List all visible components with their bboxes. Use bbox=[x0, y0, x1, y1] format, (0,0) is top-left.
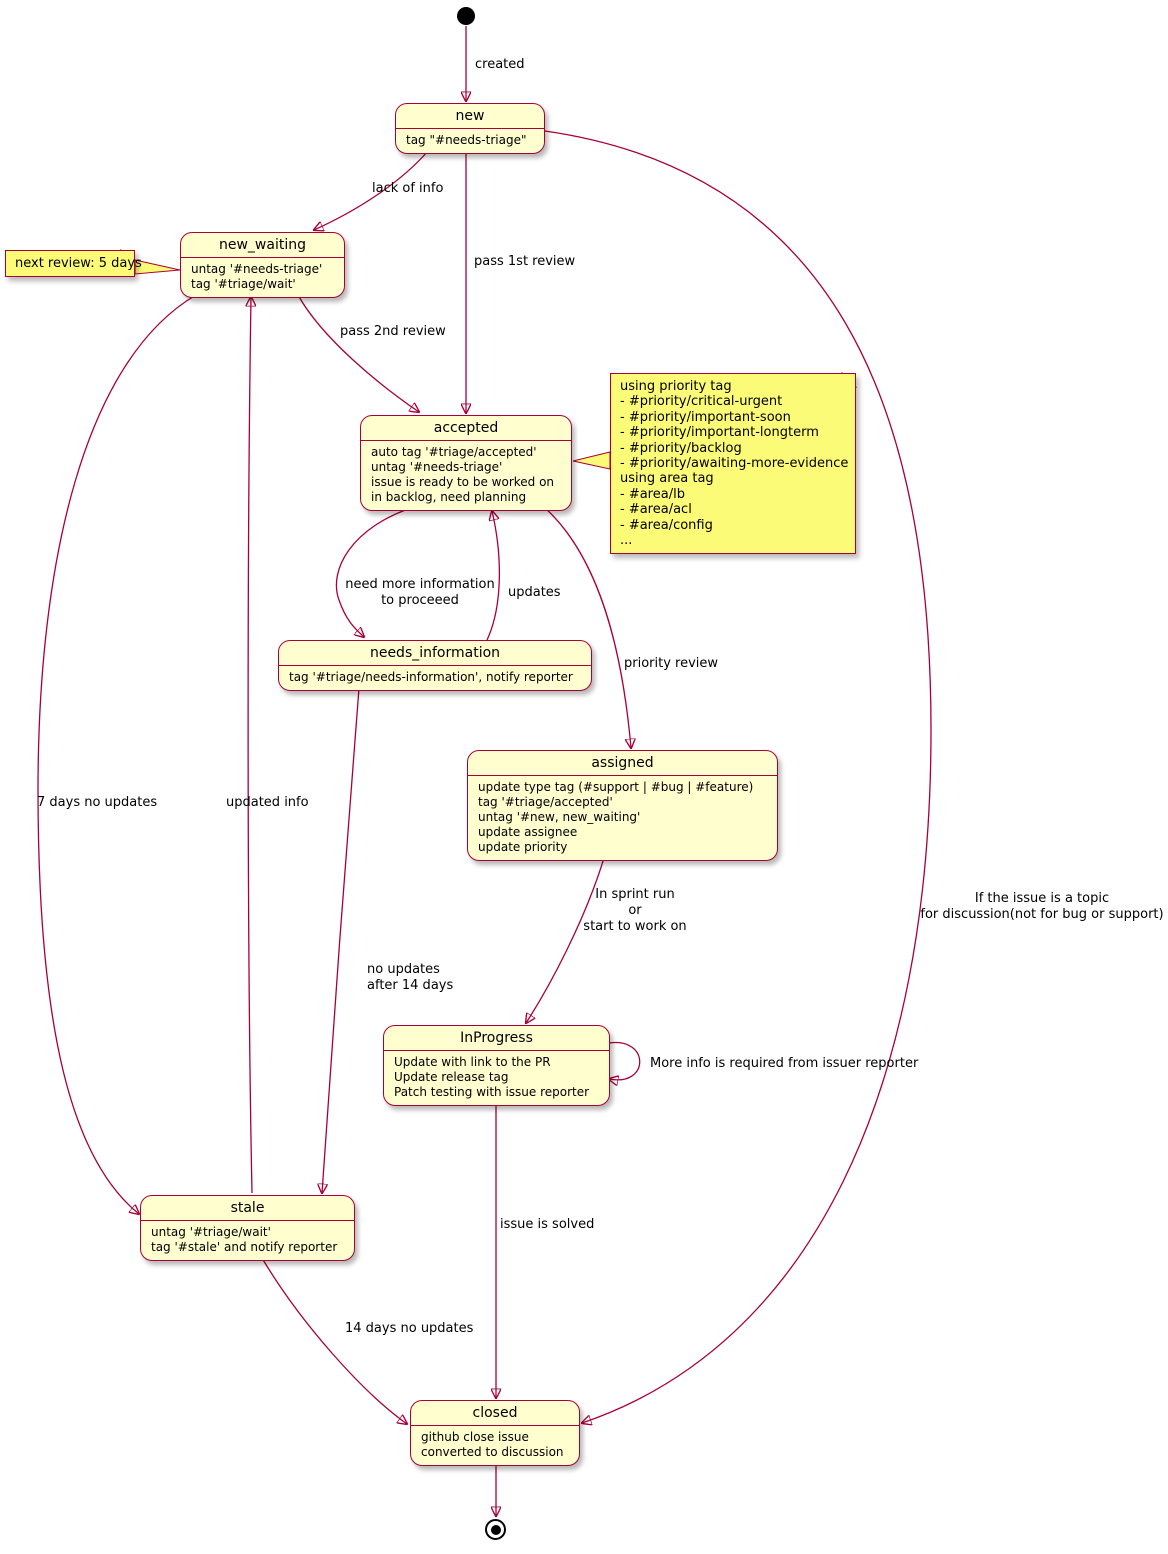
note-priority-tags-text: using priority tag - #priority/critical-… bbox=[620, 379, 849, 549]
state-accepted-body: auto tag '#triage/accepted' untag '#need… bbox=[371, 445, 555, 504]
state-new-waiting-body: untag '#needs-triage' tag '#triage/wait' bbox=[191, 262, 323, 291]
state-assigned-title: assigned bbox=[468, 751, 777, 776]
state-assigned: assigned update type tag (#support | #bu… bbox=[467, 750, 778, 861]
edge-label-created: created bbox=[475, 57, 525, 72]
state-inprogress: InProgress Update with link to the PR Up… bbox=[383, 1025, 610, 1106]
note-pointer-priority bbox=[572, 451, 611, 470]
edge-label-pass-2nd-review: pass 2nd review bbox=[340, 324, 446, 339]
state-closed: closed github close issue converted to d… bbox=[410, 1400, 580, 1466]
state-needs-information-title: needs_information bbox=[279, 641, 591, 666]
final-state-dot-icon bbox=[490, 1524, 501, 1535]
state-inprogress-title: InProgress bbox=[384, 1026, 609, 1051]
state-stale-body: untag '#triage/wait' tag '#stale' and no… bbox=[151, 1225, 338, 1254]
edge-label-topic-discussion: If the issue is a topic for discussion(n… bbox=[920, 891, 1164, 922]
note-next-review-text: next review: 5 days bbox=[15, 256, 142, 271]
edge-label-more-info-loop: More info is required from issuer report… bbox=[650, 1056, 919, 1071]
state-new: new tag "#needs-triage" bbox=[395, 103, 545, 154]
state-accepted-title: accepted bbox=[361, 416, 571, 441]
edge-label-no-updates-14-days: no updates after 14 days bbox=[367, 962, 454, 993]
note-priority-tags: using priority tag - #priority/critical-… bbox=[610, 373, 856, 555]
edge-inprogress-self-loop bbox=[609, 1041, 641, 1079]
state-needs-information-body: tag '#triage/needs-information', notify … bbox=[289, 670, 573, 684]
edge-stale-to-closed bbox=[261, 1257, 407, 1424]
state-stale: stale untag '#triage/wait' tag '#stale' … bbox=[140, 1195, 355, 1261]
edge-label-updates: updates bbox=[508, 585, 561, 600]
edge-label-7-days-no-updates: 7 days no updates bbox=[37, 795, 158, 810]
edge-accepted-to-needs-information bbox=[335, 506, 415, 637]
edge-label-issue-solved: issue is solved bbox=[500, 1217, 595, 1232]
edge-label-lack-of-info: lack of info bbox=[372, 181, 444, 196]
state-new-body: tag "#needs-triage" bbox=[406, 133, 527, 147]
state-new-waiting-title: new_waiting bbox=[181, 233, 344, 258]
edge-needs-information-to-stale bbox=[322, 687, 360, 1193]
state-needs-information: needs_information tag '#triage/needs-inf… bbox=[278, 640, 592, 691]
state-inprogress-body: Update with link to the PR Update releas… bbox=[394, 1055, 590, 1099]
state-assigned-body: update type tag (#support | #bug | #feat… bbox=[478, 780, 754, 854]
state-stale-title: stale bbox=[141, 1196, 354, 1221]
edge-new-waiting-to-stale bbox=[37, 294, 197, 1214]
state-accepted: accepted auto tag '#triage/accepted' unt… bbox=[360, 415, 572, 511]
edge-new-waiting-to-accepted bbox=[297, 294, 419, 412]
edge-label-14-days-no-updates: 14 days no updates bbox=[345, 1321, 474, 1336]
edge-stale-to-new-waiting bbox=[248, 297, 252, 1194]
state-closed-body: github close issue converted to discussi… bbox=[421, 1430, 564, 1459]
final-state-icon bbox=[485, 1519, 506, 1540]
initial-state-icon bbox=[457, 7, 475, 25]
edge-label-priority-review: priority review bbox=[624, 656, 719, 671]
edge-assigned-to-inprogress bbox=[526, 857, 605, 1023]
state-new-title: new bbox=[396, 104, 544, 129]
edge-label-updated-info: updated info bbox=[226, 795, 309, 810]
edge-label-in-sprint: In sprint run or start to work on bbox=[583, 887, 687, 934]
edge-needs-information-to-accepted bbox=[486, 511, 501, 641]
note-next-review: next review: 5 days bbox=[5, 250, 142, 278]
state-closed-title: closed bbox=[411, 1401, 579, 1426]
edge-label-need-more-info: need more information to proceeed bbox=[345, 577, 495, 608]
state-new-waiting: new_waiting untag '#needs-triage' tag '#… bbox=[180, 232, 345, 298]
edge-label-pass-1st-review: pass 1st review bbox=[474, 254, 576, 269]
